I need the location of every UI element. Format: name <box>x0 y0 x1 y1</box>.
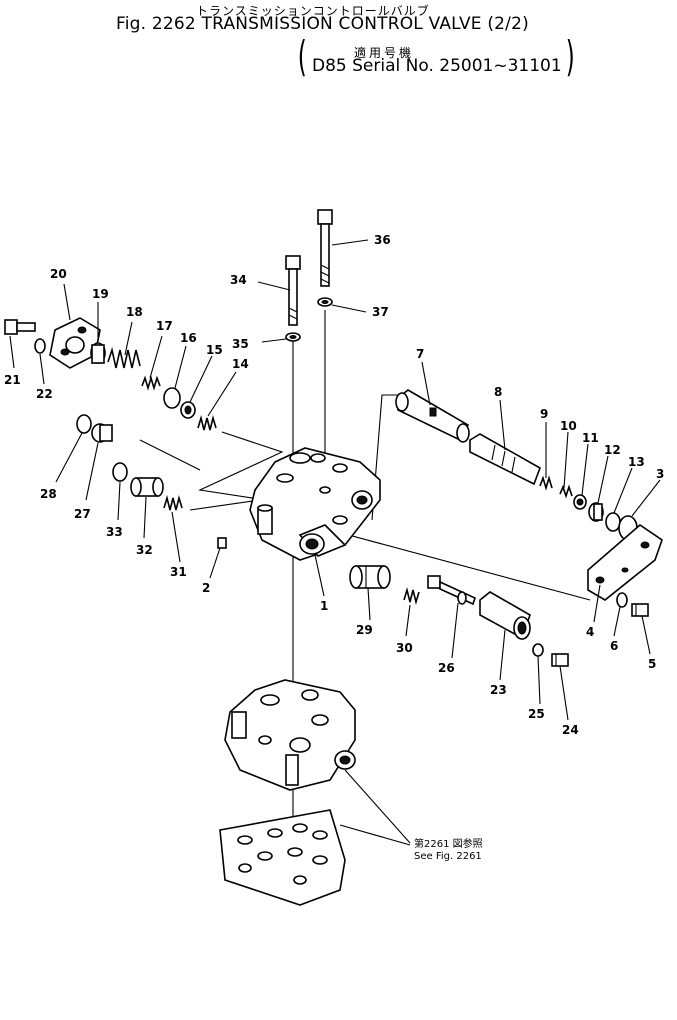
label-12: 12 <box>604 443 621 457</box>
part-21-bolt <box>4 319 36 335</box>
label-36: 36 <box>374 233 391 247</box>
part-18-spring <box>107 347 141 369</box>
ref-leader-2 <box>339 824 411 846</box>
label-11: 11 <box>582 431 599 445</box>
guide-line-spool-axis <box>329 529 591 601</box>
part-6-washer <box>616 592 628 608</box>
label-10: 10 <box>560 419 577 433</box>
part-12-plug <box>588 502 604 522</box>
bracket-left: ( <box>297 32 307 81</box>
label-6: 6 <box>610 639 618 653</box>
part-13-ring <box>605 512 621 532</box>
label-20: 20 <box>50 267 67 281</box>
label-3: 3 <box>656 467 664 481</box>
part-15-piston <box>180 401 196 419</box>
label-37: 37 <box>372 305 389 319</box>
part-22-washer <box>34 338 46 354</box>
label-29: 29 <box>356 623 373 637</box>
part-34-bolt <box>285 255 301 326</box>
part-2-plug <box>217 537 227 549</box>
guide-line-left-3 <box>189 499 261 511</box>
part-4-cover <box>587 523 663 601</box>
label-26: 26 <box>438 661 455 675</box>
label-14: 14 <box>232 357 249 371</box>
reference-see-fig: See Fig. 2261 <box>414 851 482 862</box>
lower-valve-body <box>224 679 356 791</box>
label-2: 2 <box>202 581 210 595</box>
title-japanese: トランスミッションコントロールバルブ <box>196 4 430 18</box>
part-27-plug <box>91 423 113 443</box>
label-28: 28 <box>40 487 57 501</box>
label-13: 13 <box>628 455 645 469</box>
label-4: 4 <box>586 625 594 639</box>
label-24: 24 <box>562 723 579 737</box>
guide-line-left-2 <box>139 439 201 471</box>
label-9: 9 <box>540 407 548 421</box>
label-21: 21 <box>4 373 21 387</box>
serial-range: D85 Serial No. 25001~31101 <box>312 56 562 76</box>
part-25-washer <box>532 643 544 657</box>
label-35: 35 <box>232 337 249 351</box>
label-23: 23 <box>490 683 507 697</box>
label-34: 34 <box>230 273 247 287</box>
part-31-spring <box>163 494 183 511</box>
label-22: 22 <box>36 387 53 401</box>
label-19: 19 <box>92 287 109 301</box>
label-17: 17 <box>156 319 173 333</box>
label-33: 33 <box>106 525 123 539</box>
part-14-spring <box>197 414 217 431</box>
part-1-valve-body <box>249 447 381 561</box>
leader-lines <box>9 239 661 721</box>
label-7: 7 <box>416 347 424 361</box>
part-9-spring <box>539 475 553 491</box>
applicability-japanese: 適用号機 <box>354 46 415 60</box>
label-8: 8 <box>494 385 502 399</box>
part-24-bolt <box>551 653 569 667</box>
part-10-spring <box>559 484 573 499</box>
reference-japanese: 第2261 図参照 <box>414 837 483 850</box>
ref-leader-1 <box>344 769 411 844</box>
part-16-ring <box>163 387 181 409</box>
lower-plate <box>219 809 346 906</box>
guide-line-left <box>198 431 284 501</box>
part-36-bolt <box>317 209 333 287</box>
label-16: 16 <box>180 331 197 345</box>
label-5: 5 <box>648 657 656 671</box>
label-1: 1 <box>320 599 328 613</box>
part-33-ring <box>112 462 128 482</box>
part-17-spring <box>141 375 161 391</box>
label-31: 31 <box>170 565 187 579</box>
label-30: 30 <box>396 641 413 655</box>
label-27: 27 <box>74 507 91 521</box>
part-23-sleeve <box>479 591 531 640</box>
part-19-plug <box>90 342 106 364</box>
label-18: 18 <box>126 305 143 319</box>
part-29-piston <box>349 565 391 589</box>
part-11-piston <box>573 494 587 510</box>
part-26-rod <box>427 575 476 606</box>
part-7-sleeve <box>395 389 470 443</box>
figure-title: Fig. 2262 TRANSMISSION CONTROL VALVE (2/… <box>116 14 529 34</box>
part-5-bolt <box>631 603 649 617</box>
part-32-piston <box>130 477 164 497</box>
label-25: 25 <box>528 707 545 721</box>
bracket-right: ) <box>565 32 575 81</box>
label-15: 15 <box>206 343 223 357</box>
part-30-spring <box>403 586 420 606</box>
part-8-spool <box>469 433 541 486</box>
label-32: 32 <box>136 543 153 557</box>
part-28-ring <box>76 414 92 434</box>
